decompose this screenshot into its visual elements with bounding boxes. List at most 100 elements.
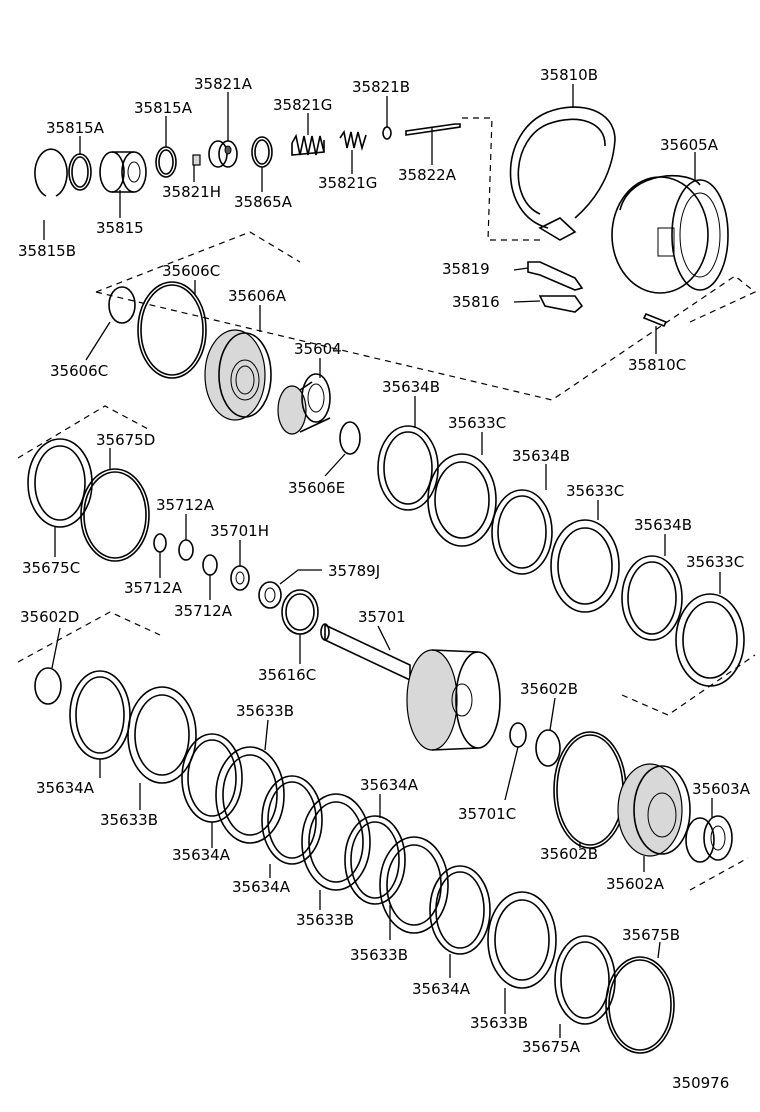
washer-35789J <box>258 581 282 609</box>
label-35602B-2: 35602B <box>540 845 598 863</box>
plate-35634A-3 <box>261 775 323 865</box>
input-shaft-35701 <box>320 623 501 751</box>
label-35633C-2: 35633C <box>566 482 624 500</box>
ring-35675D <box>80 468 150 562</box>
forward-clutch-parts <box>27 438 319 635</box>
label-35819: 35819 <box>442 260 490 278</box>
plate-35634B-2 <box>491 489 553 575</box>
plate-35634A <box>69 670 131 760</box>
leader-lines <box>43 84 721 1038</box>
ring-35616C <box>281 589 319 635</box>
o-ring-35602B-2 <box>553 731 627 849</box>
label-35606A: 35606A <box>228 287 287 305</box>
label-35712A: 35712A <box>156 496 215 514</box>
label-35633B-5: 35633B <box>470 1014 528 1032</box>
strut-35816 <box>538 295 584 313</box>
label-35633B-4: 35633B <box>350 946 408 964</box>
ring-35712A-2 <box>178 539 194 561</box>
part-labels: 35815A 35815A 35821A 35821B 35821G 35821… <box>18 66 751 1092</box>
label-35675A: 35675A <box>522 1038 581 1056</box>
disc-35633B-3 <box>301 793 371 891</box>
plate-35634A-4 <box>344 815 406 905</box>
label-35701H: 35701H <box>210 522 269 540</box>
disc-35633C <box>427 453 497 547</box>
disc-35633C-2 <box>550 519 620 613</box>
ring-35675B <box>605 956 675 1054</box>
o-ring-35602B <box>535 729 561 767</box>
disc-35633C-3 <box>675 593 745 687</box>
label-35604: 35604 <box>294 340 342 358</box>
label-35865A: 35865A <box>234 193 293 211</box>
label-35634A-5: 35634A <box>412 980 471 998</box>
plate-35634B <box>377 425 439 511</box>
label-35701C: 35701C <box>458 805 516 823</box>
diagram-id: 350976 <box>672 1074 729 1092</box>
washer-35701H <box>230 565 250 591</box>
label-35821A: 35821A <box>194 75 253 93</box>
label-35634A-3: 35634A <box>360 776 419 794</box>
label-35815B: 35815B <box>18 242 76 260</box>
drum-35605A <box>611 174 729 294</box>
label-35633C: 35633C <box>448 414 506 432</box>
label-35606E: 35606E <box>288 479 345 497</box>
label-35634A: 35634A <box>36 779 95 797</box>
ring-35712A <box>153 533 167 553</box>
plate-35634A-2 <box>181 733 243 823</box>
label-35821B: 35821B <box>352 78 410 96</box>
label-35675B: 35675B <box>622 926 680 944</box>
label-35633B: 35633B <box>236 702 294 720</box>
label-35675C: 35675C <box>22 559 80 577</box>
label-35634B-3: 35634B <box>634 516 692 534</box>
reaction-parts <box>108 281 361 455</box>
label-35675D: 35675D <box>96 431 155 449</box>
label-35606C: 35606C <box>162 262 220 280</box>
group-outlines <box>17 117 757 891</box>
label-35634B: 35634B <box>382 378 440 396</box>
retainer-35603A <box>685 815 733 863</box>
label-35633B-3: 35633B <box>296 911 354 929</box>
pin-35810C <box>642 312 668 328</box>
bushing-35701C <box>509 722 527 748</box>
o-ring-35606C <box>108 286 136 324</box>
brake-band-35810B <box>509 106 616 241</box>
label-35602A: 35602A <box>606 875 665 893</box>
label-35602B: 35602B <box>520 680 578 698</box>
label-35634A-4: 35634A <box>232 878 291 896</box>
o-ring-35606C-2 <box>137 281 207 379</box>
disc-35633B-2 <box>215 746 285 844</box>
one-way-clutch-35604 <box>277 373 331 435</box>
piston-35821A <box>208 140 238 168</box>
snap-ring-35606E <box>339 421 361 455</box>
snap-ring-35602D <box>34 667 62 705</box>
label-35815: 35815 <box>96 219 144 237</box>
plate-35634B-3 <box>621 555 683 641</box>
servo-piston-35815 <box>99 151 147 193</box>
disc-35633B <box>127 686 197 784</box>
servo-parts <box>34 123 461 197</box>
label-35616C: 35616C <box>258 666 316 684</box>
spring-35821G <box>291 133 325 156</box>
label-35821G: 35821G <box>273 96 332 114</box>
label-35815A: 35815A <box>46 119 105 137</box>
disc-35633B-5 <box>487 891 557 989</box>
label-35712A-3: 35712A <box>174 602 233 620</box>
label-35815A-2: 35815A <box>134 99 193 117</box>
label-35633B-2: 35633B <box>100 811 158 829</box>
label-35816: 35816 <box>452 293 500 311</box>
snap-ring-35815B <box>34 148 68 197</box>
label-35821G-2: 35821G <box>318 174 377 192</box>
label-35822A: 35822A <box>398 166 457 184</box>
plate-35675C <box>27 438 93 528</box>
clutch-pack-b <box>377 425 745 687</box>
label-35789J: 35789J <box>328 562 380 580</box>
disc-35633B-4 <box>379 836 449 934</box>
rod-35822A <box>405 123 461 136</box>
label-35712A-2: 35712A <box>124 579 183 597</box>
label-35603A: 35603A <box>692 780 751 798</box>
label-35605A: 35605A <box>660 136 719 154</box>
piston-35602A <box>617 763 691 857</box>
label-35633C-3: 35633C <box>686 553 744 571</box>
reaction-plate-35606A <box>204 329 272 421</box>
spring-35821G-2 <box>339 129 367 151</box>
